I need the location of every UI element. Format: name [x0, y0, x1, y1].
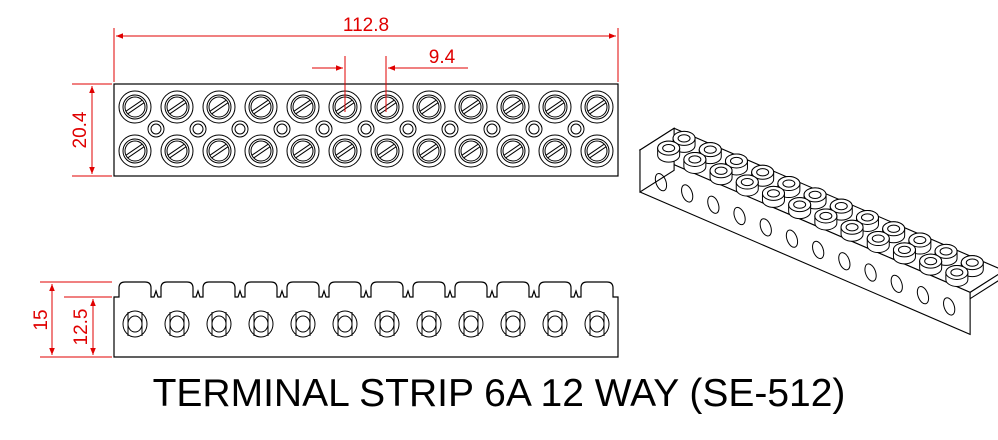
side-hole: [542, 310, 568, 338]
iso-screw: [945, 264, 969, 287]
side-view: [113, 281, 619, 358]
iso-screw: [919, 253, 943, 276]
iso-side-hole: [838, 252, 851, 271]
iso-side-hole: [812, 240, 825, 260]
top-screw: [412, 90, 446, 124]
top-screw: [580, 90, 614, 124]
top-mount-hole: [231, 120, 249, 138]
top-mount-hole: [147, 120, 165, 138]
top-view: [113, 83, 619, 177]
top-screw: [202, 90, 236, 124]
side-hole: [122, 310, 148, 338]
side-hole: [458, 310, 484, 338]
iso-screw: [840, 219, 864, 242]
top-screw: [538, 90, 572, 124]
top-mount-hole: [441, 120, 459, 138]
top-screw: [286, 134, 320, 168]
side-view-outline: [113, 281, 619, 358]
top-screw: [538, 134, 572, 168]
side-hole: [332, 310, 358, 338]
dim-side-height-label: 15: [31, 309, 52, 330]
iso-screw: [735, 174, 759, 197]
iso-screw: [803, 187, 827, 210]
isometric-screws: [657, 130, 984, 287]
top-mount-hole: [399, 120, 417, 138]
top-screw: [160, 90, 194, 124]
top-screw: [496, 134, 530, 168]
dim-side-heights: 15 12.5: [31, 281, 112, 358]
top-screw: [370, 134, 404, 168]
dim-overall-length-label: 112.8: [343, 15, 389, 36]
iso-side-hole: [943, 297, 956, 316]
side-hole: [248, 310, 274, 338]
top-screw: [370, 90, 404, 124]
top-screw: [496, 90, 530, 124]
dim-top-height: 20.4: [70, 83, 112, 177]
side-view-holes: [122, 310, 610, 338]
dim-pitch: 9.4: [312, 47, 468, 112]
top-screw: [244, 134, 278, 168]
top-screw: [286, 90, 320, 124]
dim-side-inner-height-label: 12.5: [71, 309, 92, 346]
iso-screw: [866, 231, 890, 253]
top-mount-hole: [483, 120, 501, 138]
top-mount-hole: [189, 120, 207, 138]
top-screw: [580, 134, 614, 168]
iso-screw: [761, 185, 785, 208]
iso-side-hole: [654, 173, 668, 192]
top-screw: [328, 134, 362, 168]
top-mount-hole: [315, 120, 333, 138]
iso-screw: [683, 151, 707, 174]
top-view-outline: [113, 83, 619, 177]
side-hole: [374, 310, 400, 338]
iso-screw: [788, 197, 812, 220]
iso-side-hole: [890, 274, 903, 293]
top-screw: [202, 134, 236, 168]
iso-screw: [777, 176, 801, 198]
dim-pitch-label: 9.4: [429, 47, 456, 68]
top-screw: [454, 90, 488, 124]
side-hole: [500, 310, 526, 338]
iso-screw: [814, 208, 838, 231]
iso-side-hole: [785, 229, 799, 248]
isometric-view: [638, 127, 998, 336]
top-mount-hole: [525, 120, 543, 138]
side-hole: [290, 310, 316, 338]
iso-side-hole: [733, 206, 746, 226]
iso-screw: [657, 140, 681, 163]
isometric-side-holes: [654, 173, 956, 316]
iso-screw: [709, 163, 733, 186]
side-hole: [164, 310, 190, 338]
top-mount-hole: [567, 120, 585, 138]
side-hole: [416, 310, 442, 338]
top-mount-hole: [273, 120, 291, 138]
top-screw: [118, 134, 152, 168]
side-hole: [584, 310, 610, 338]
top-screw: [412, 134, 446, 168]
drawing-title: TERMINAL STRIP 6A 12 WAY (SE-512): [152, 372, 846, 415]
iso-side-hole: [916, 286, 930, 305]
dim-top-height-label: 20.4: [70, 111, 91, 148]
iso-screw: [892, 242, 916, 265]
dim-overall-length: 112.8: [113, 15, 619, 82]
top-screw: [454, 134, 488, 168]
side-hole: [206, 310, 232, 338]
iso-side-hole: [759, 218, 772, 237]
iso-side-hole: [864, 263, 877, 282]
top-mount-hole: [357, 120, 375, 138]
top-screw: [160, 134, 194, 168]
top-screw: [244, 90, 278, 124]
iso-side-hole: [681, 184, 694, 203]
top-screw: [118, 90, 152, 124]
iso-side-hole: [707, 195, 720, 214]
top-view-screws: [118, 90, 614, 168]
iso-right-face: [969, 273, 998, 300]
